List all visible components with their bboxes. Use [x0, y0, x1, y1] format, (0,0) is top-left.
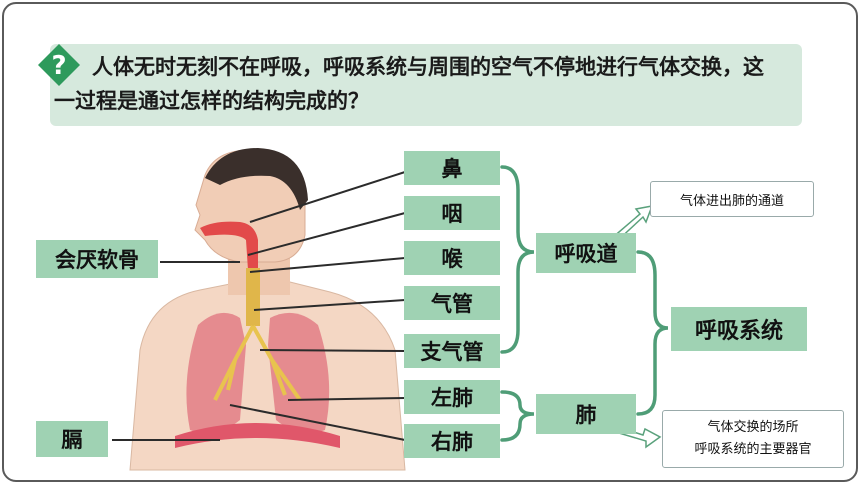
larynx-pointer [249, 257, 406, 273]
lung-note-line1: 气体交换的场所 [707, 420, 799, 435]
label-trachea: 气管 [404, 286, 500, 320]
airway-note-box: 气体进出肺的通道 [650, 181, 814, 217]
label-epiglottis: 会厌软骨 [36, 240, 158, 278]
label-diaphragm: 膈 [36, 421, 108, 457]
question-mark-icon: ? [38, 44, 80, 86]
label-lung: 肺 [536, 394, 636, 434]
pharynx-pointer [247, 212, 406, 256]
label-left-lung: 左肺 [404, 380, 500, 414]
airway-bracket [500, 165, 535, 354]
svg-text:?: ? [51, 51, 66, 81]
lung-note-line2: 呼吸系统的主要器官 [694, 442, 812, 457]
lung-note-box: 气体交换的场所 呼吸系统的主要器官 [662, 410, 844, 468]
question-text: 人体无时无刻不在呼吸，呼吸系统与周围的空气不停地进行气体交换，这一过程是通过怎样… [54, 55, 764, 113]
nose-pointer [249, 171, 406, 223]
label-pharynx: 咽 [404, 196, 500, 230]
lung-bracket [500, 390, 535, 442]
left-lung-pointer [287, 397, 406, 401]
airway-note-text: 气体进出肺的通道 [679, 193, 784, 209]
label-nose: 鼻 [404, 151, 500, 185]
question-box [50, 44, 802, 126]
label-bronchi: 支气管 [404, 334, 500, 368]
label-right-lung: 右肺 [404, 424, 500, 458]
label-airway: 呼吸道 [536, 233, 636, 273]
label-respiratory-system: 呼吸系统 [671, 307, 807, 351]
trachea-pointer [253, 299, 406, 311]
system-bracket [636, 250, 669, 416]
label-larynx: 喉 [404, 241, 500, 275]
bronchi-pointer [259, 349, 406, 352]
right-lung-pointer [229, 404, 406, 441]
